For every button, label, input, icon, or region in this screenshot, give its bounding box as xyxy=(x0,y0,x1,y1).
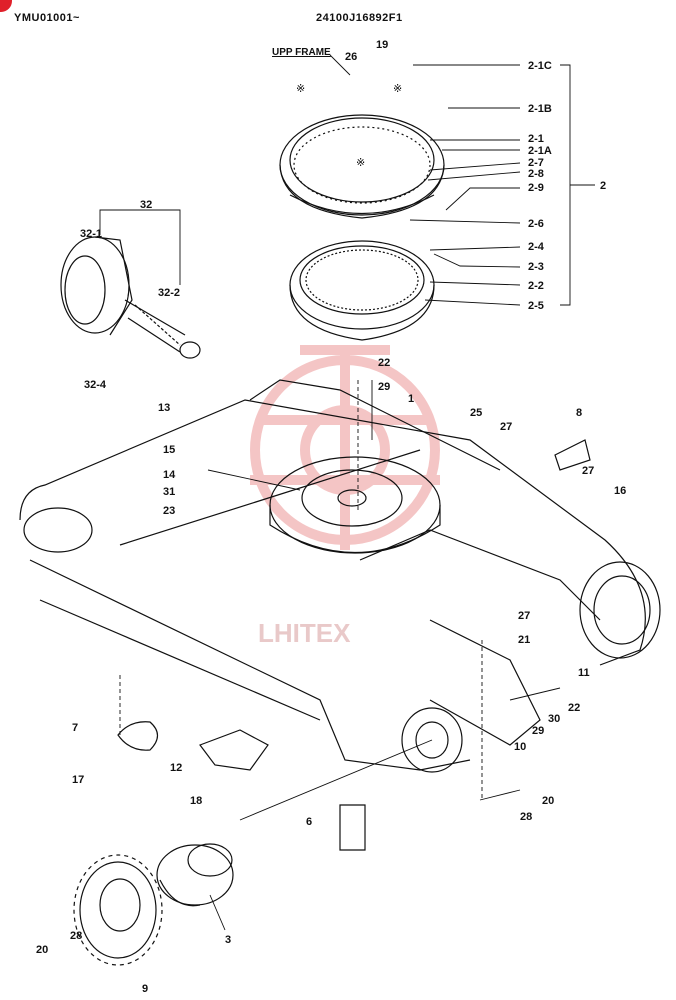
label-asterisk-1: ※ xyxy=(296,83,305,95)
label-2-1b: 2-1B xyxy=(528,103,552,115)
label-2-4: 2-4 xyxy=(528,241,545,253)
label-9: 9 xyxy=(142,983,148,995)
label-14: 14 xyxy=(163,469,176,481)
label-32-2: 32-2 xyxy=(158,287,180,299)
label-29-right: 29 xyxy=(532,725,544,737)
label-27-b: 27 xyxy=(582,465,594,477)
label-17: 17 xyxy=(72,774,84,786)
label-26: 26 xyxy=(345,51,357,63)
label-2-8: 2-8 xyxy=(528,168,544,180)
travel-motor xyxy=(156,843,234,907)
part-labels: UPP FRAME ※ ※ ※ 2-1C 2-1B 2-1 2-1A 2-7 2… xyxy=(36,39,626,995)
label-6: 6 xyxy=(306,816,312,828)
label-18: 18 xyxy=(190,795,202,807)
label-12: 12 xyxy=(170,762,182,774)
label-22-top: 22 xyxy=(378,357,390,369)
idler-assembly xyxy=(60,236,201,359)
label-2-5: 2-5 xyxy=(528,300,544,312)
bracket-12 xyxy=(199,729,269,771)
label-2-7: 2-7 xyxy=(528,157,544,169)
watermark-logo xyxy=(250,345,440,550)
label-2-1c: 2-1C xyxy=(528,60,552,72)
label-32-4: 32-4 xyxy=(84,379,107,391)
label-11: 11 xyxy=(578,667,590,679)
label-asterisk-2: ※ xyxy=(393,83,402,95)
label-1: 1 xyxy=(408,393,414,405)
label-2-1a: 2-1A xyxy=(528,145,552,157)
drawing-number: 24100J16892F1 xyxy=(316,12,403,24)
label-30: 30 xyxy=(548,713,560,725)
grease-fitting-8 xyxy=(554,439,591,471)
label-31: 31 xyxy=(163,486,175,498)
label-20-right: 20 xyxy=(542,795,554,807)
label-29-top: 29 xyxy=(378,381,390,393)
label-2-1: 2-1 xyxy=(528,133,544,145)
sprocket xyxy=(73,854,163,966)
center-swing-mount xyxy=(269,456,441,554)
label-27-c: 27 xyxy=(518,610,530,622)
ring-gear xyxy=(289,240,435,341)
label-13: 13 xyxy=(158,402,170,414)
label-28-right: 28 xyxy=(520,811,532,823)
label-22-right: 22 xyxy=(568,702,580,714)
label-2-9: 2-9 xyxy=(528,182,544,194)
label-upp-frame: UPP FRAME xyxy=(272,47,331,58)
label-3: 3 xyxy=(225,934,231,946)
label-7: 7 xyxy=(72,722,78,734)
label-23: 23 xyxy=(163,505,175,517)
leader-lines xyxy=(99,54,595,931)
label-20-left: 20 xyxy=(36,944,48,956)
label-10: 10 xyxy=(514,741,526,753)
label-2-6: 2-6 xyxy=(528,218,544,230)
label-8: 8 xyxy=(576,407,582,419)
serial-range: YMU01001~ xyxy=(14,12,80,24)
label-asterisk-3: ※ xyxy=(356,157,365,169)
label-2: 2 xyxy=(600,180,606,192)
swing-bearing xyxy=(279,114,445,219)
label-19: 19 xyxy=(376,39,388,51)
label-15: 15 xyxy=(163,444,175,456)
label-25: 25 xyxy=(470,407,482,419)
rotary-joint xyxy=(339,804,366,851)
watermark-text: LHITEX xyxy=(258,618,351,648)
label-32-1: 32-1 xyxy=(80,228,102,240)
label-27-a: 27 xyxy=(500,421,512,433)
label-21: 21 xyxy=(518,634,530,646)
label-2-3: 2-3 xyxy=(528,261,544,273)
label-32: 32 xyxy=(140,199,152,211)
label-16: 16 xyxy=(614,485,626,497)
drive-sprocket-frame xyxy=(579,561,661,659)
roller-7 xyxy=(117,721,159,751)
label-28-left: 28 xyxy=(70,930,82,942)
label-2-2: 2-2 xyxy=(528,280,544,292)
track-frame xyxy=(19,379,646,773)
